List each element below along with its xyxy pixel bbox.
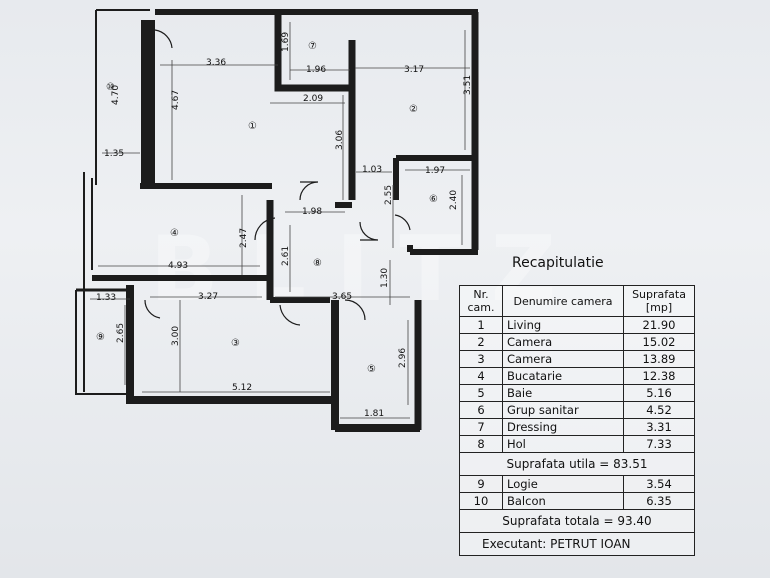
dim-label: 1.03 <box>362 165 382 175</box>
executant-row: Executant: PETRUT IOAN <box>459 532 695 556</box>
recap-header-row: Nr. cam. Denumire camera Suprafata [mp] <box>459 285 695 317</box>
cell-area: 13.89 <box>623 350 695 368</box>
cell-name: Balcon <box>502 492 624 510</box>
room-number-4: ④ <box>170 228 179 239</box>
table-row: 8 Hol 7.33 <box>459 435 695 453</box>
dim-label: 4.93 <box>168 261 188 271</box>
room-number-9: ⑨ <box>96 332 105 343</box>
cell-name: Hol <box>502 435 624 453</box>
dim-label: 1.97 <box>425 166 445 176</box>
cell-area: 6.35 <box>623 492 695 510</box>
dim-label: 3.51 <box>463 75 473 95</box>
cell-nr: 10 <box>459 492 503 510</box>
room-number-10: ⑩ <box>106 82 115 93</box>
cell-nr: 9 <box>459 475 503 493</box>
room-numbers: ① ② ③ ④ ⑤ ⑥ ⑦ ⑧ ⑨ ⑩ <box>96 41 438 375</box>
cell-name: Camera <box>502 333 624 351</box>
table-row: 9 Logie 3.54 <box>459 475 695 493</box>
dim-label: 3.06 <box>335 130 345 150</box>
room-number-1: ① <box>248 121 257 132</box>
dim-label: 2.61 <box>281 246 291 266</box>
cell-nr: 7 <box>459 418 503 436</box>
room-number-8: ⑧ <box>313 258 322 269</box>
dim-label: 1.33 <box>96 293 116 303</box>
recap-table: Nr. cam. Denumire camera Suprafata [mp] … <box>459 285 695 556</box>
cell-name: Camera <box>502 350 624 368</box>
table-row: 3 Camera 13.89 <box>459 350 695 368</box>
table-row: 4 Bucatarie 12.38 <box>459 367 695 385</box>
header-name: Denumire camera <box>502 285 624 317</box>
cell-area: 7.33 <box>623 435 695 453</box>
room-number-3: ③ <box>231 338 240 349</box>
dim-label: 1.30 <box>380 268 390 288</box>
cell-nr: 6 <box>459 401 503 419</box>
room-number-6: ⑥ <box>429 194 438 205</box>
cell-name: Grup sanitar <box>502 401 624 419</box>
room-number-7: ⑦ <box>308 41 317 52</box>
table-row: 1 Living 21.90 <box>459 316 695 334</box>
dim-label: 1.81 <box>364 409 384 419</box>
cell-name: Logie <box>502 475 624 493</box>
cell-area: 5.16 <box>623 384 695 402</box>
dim-label: 4.70 <box>111 85 121 105</box>
dim-label: 2.47 <box>239 228 249 248</box>
dim-label: 2.09 <box>303 94 323 104</box>
cell-nr: 3 <box>459 350 503 368</box>
dim-label: 3.17 <box>404 65 424 75</box>
dim-label: 3.65 <box>332 292 352 302</box>
door-swings <box>144 29 411 326</box>
dim-label: 2.40 <box>449 190 459 210</box>
table-row: 6 Grup sanitar 4.52 <box>459 401 695 419</box>
cell-name: Dressing <box>502 418 624 436</box>
dim-label: 1.96 <box>306 65 326 75</box>
useful-total-row: Suprafata utila = 83.51 <box>459 452 695 476</box>
recap-title: Recapitulatie <box>512 255 604 271</box>
grand-total: Suprafata totala = 93.40 <box>459 509 695 533</box>
cell-area: 4.52 <box>623 401 695 419</box>
dim-label: 1.98 <box>302 207 322 217</box>
cell-name: Bucatarie <box>502 367 624 385</box>
cell-nr: 8 <box>459 435 503 453</box>
table-row: 2 Camera 15.02 <box>459 333 695 351</box>
dim-label: 2.96 <box>398 348 408 368</box>
cell-area: 3.54 <box>623 475 695 493</box>
cell-nr: 5 <box>459 384 503 402</box>
dim-label: 3.36 <box>206 58 226 68</box>
table-row: 10 Balcon 6.35 <box>459 492 695 510</box>
cell-name: Baie <box>502 384 624 402</box>
dimension-lines <box>90 22 470 419</box>
cell-name: Living <box>502 316 624 334</box>
dim-label: 2.55 <box>384 185 394 205</box>
walls <box>75 9 479 432</box>
cell-area: 3.31 <box>623 418 695 436</box>
grand-total-row: Suprafata totala = 93.40 <box>459 509 695 533</box>
table-row: 5 Baie 5.16 <box>459 384 695 402</box>
dim-label: 4.67 <box>171 90 181 110</box>
dim-label: 1.69 <box>281 32 291 52</box>
cell-nr: 1 <box>459 316 503 334</box>
table-row: 7 Dressing 3.31 <box>459 418 695 436</box>
dim-label: 5.12 <box>232 383 252 393</box>
dim-label: 3.27 <box>198 292 218 302</box>
room-number-2: ② <box>409 104 418 115</box>
dim-label: 1.35 <box>104 149 124 159</box>
useful-total: Suprafata utila = 83.51 <box>459 452 695 476</box>
dimension-labels: 3.36 1.96 3.17 1.69 4.70 4.67 2.09 3.51 … <box>96 32 473 419</box>
header-area: Suprafata [mp] <box>623 285 695 317</box>
header-nr: Nr. cam. <box>459 285 503 317</box>
cell-area: 21.90 <box>623 316 695 334</box>
cell-area: 15.02 <box>623 333 695 351</box>
cell-area: 12.38 <box>623 367 695 385</box>
cell-nr: 2 <box>459 333 503 351</box>
room-number-5: ⑤ <box>367 364 376 375</box>
dim-label: 2.65 <box>116 323 126 343</box>
dim-label: 3.00 <box>171 326 181 346</box>
executant: Executant: PETRUT IOAN <box>459 532 695 556</box>
cell-nr: 4 <box>459 367 503 385</box>
